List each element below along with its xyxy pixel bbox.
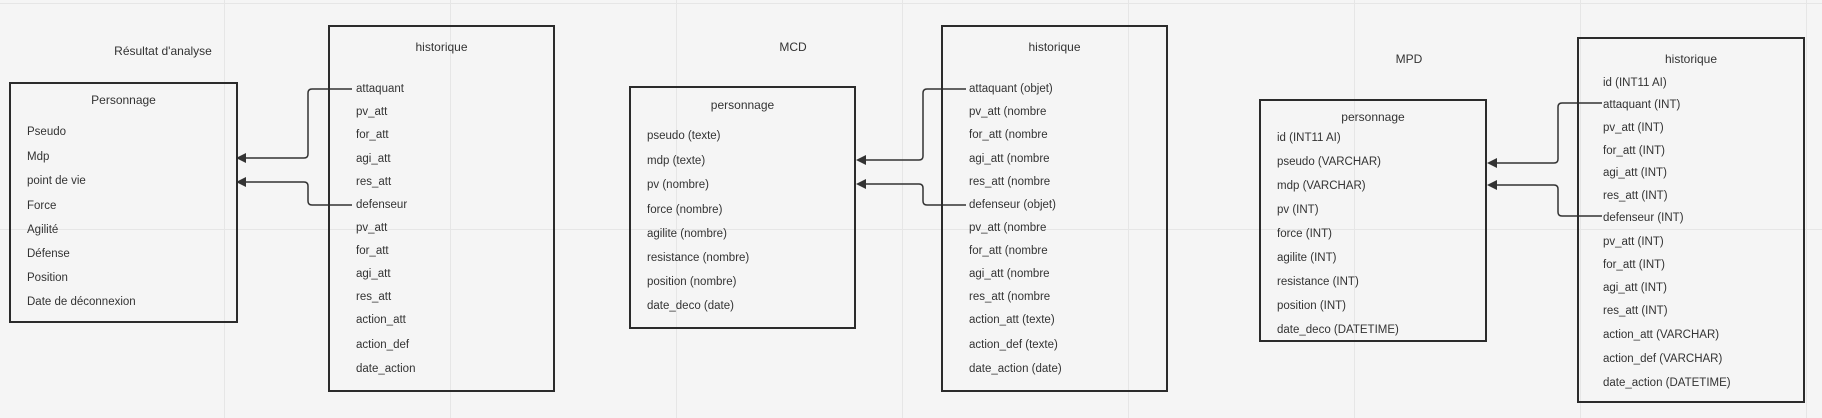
entity-field: agilite (nombre) — [647, 228, 727, 240]
entity-title: personnage — [1341, 110, 1405, 124]
history-field: for_att (INT) — [1603, 259, 1665, 271]
history-field: res_att (INT) — [1603, 190, 1668, 202]
connector-attaquant-personnage — [864, 88, 966, 161]
history-field: attaquant — [356, 83, 404, 95]
entity-field: position (nombre) — [647, 276, 737, 288]
history-field: pv_att — [356, 222, 388, 234]
arrowhead-icon — [236, 177, 246, 187]
history-field: for_att — [356, 129, 389, 141]
entity-field: force (INT) — [1277, 228, 1332, 240]
history-field: id (INT11 AI) — [1603, 77, 1667, 89]
connector-defenseur-personnage — [1495, 184, 1602, 217]
entity-field: pv (nombre) — [647, 179, 709, 191]
entity-field: date_deco (DATETIME) — [1277, 324, 1399, 336]
history-field: for_att (nombre — [969, 129, 1048, 141]
arrowhead-icon — [856, 155, 866, 165]
history-table[interactable]: historique id (INT11 AI) attaquant (INT)… — [1577, 37, 1805, 403]
entity-field: Force — [27, 200, 57, 212]
history-field: pv_att (nombre — [969, 222, 1047, 234]
history-field: action_att — [356, 314, 406, 326]
entity-field: point de vie — [27, 175, 86, 187]
connector-defenseur-personnage — [864, 183, 966, 206]
history-field: date_action (date) — [969, 363, 1062, 375]
entity-field: mdp (VARCHAR) — [1277, 180, 1366, 192]
history-field: res_att — [356, 176, 392, 188]
entity-field: Mdp — [27, 151, 50, 163]
entity-field: resistance (nombre) — [647, 252, 750, 264]
history-field: res_att (nombre — [969, 291, 1051, 303]
entity-field: Date de déconnexion — [27, 296, 136, 308]
history-field: pv_att (INT) — [1603, 122, 1664, 134]
connector-defenseur-personnage — [244, 181, 352, 206]
history-title: historique — [1028, 40, 1081, 54]
history-title: historique — [1664, 52, 1718, 66]
history-field: date_action (DATETIME) — [1603, 377, 1731, 389]
history-field: action_def (VARCHAR) — [1603, 353, 1723, 365]
entity-field: resistance (INT) — [1277, 276, 1359, 288]
history-field: agi_att (nombre — [969, 153, 1050, 165]
history-field: action_att (VARCHAR) — [1603, 329, 1720, 341]
entity-field: date_deco (date) — [647, 300, 734, 312]
section-caption: MPD — [1395, 52, 1423, 66]
entity-table[interactable]: personnage id (INT11 AI) pseudo (VARCHAR… — [1259, 99, 1487, 342]
entity-field: Agilité — [27, 224, 59, 236]
history-field: attaquant (objet) — [969, 83, 1053, 95]
entity-title: Personnage — [91, 93, 156, 107]
history-field: for_att (nombre — [969, 245, 1048, 257]
entity-field: pseudo (VARCHAR) — [1277, 156, 1381, 168]
history-field: agi_att (INT) — [1603, 282, 1667, 294]
entity-field: Défense — [27, 248, 70, 260]
history-field: res_att (INT) — [1603, 305, 1668, 317]
history-field: action_def — [356, 339, 410, 351]
entity-field: pseudo (texte) — [647, 130, 721, 142]
history-field: agi_att (INT) — [1603, 167, 1667, 179]
entity-field: id (INT11 AI) — [1277, 132, 1341, 144]
history-field: res_att — [356, 291, 392, 303]
history-field: pv_att (nombre — [969, 106, 1047, 118]
history-field: attaquant (INT) — [1603, 99, 1681, 111]
history-field: date_action — [356, 363, 416, 375]
entity-field: force (nombre) — [647, 204, 723, 216]
arrowhead-icon — [236, 153, 246, 163]
entity-field: Position — [27, 272, 68, 284]
entity-table[interactable]: Personnage Pseudo Mdp point de vie Force… — [9, 82, 238, 323]
history-field: agi_att — [356, 268, 391, 280]
history-field: pv_att — [356, 106, 388, 118]
history-field: defenseur (objet) — [969, 199, 1056, 211]
entity-field: Pseudo — [27, 126, 67, 138]
section-caption: MCD — [779, 40, 807, 54]
history-field: res_att (nombre — [969, 176, 1051, 188]
history-table[interactable]: historique attaquant (objet) pv_att (nom… — [941, 25, 1168, 392]
entity-field: mdp (texte) — [647, 155, 706, 167]
arrowhead-icon — [1487, 158, 1497, 168]
history-field: defenseur (INT) — [1603, 212, 1684, 224]
history-field: agi_att — [356, 153, 391, 165]
entity-table[interactable]: personnage pseudo (texte) mdp (texte) pv… — [629, 86, 856, 329]
history-field: defenseur — [356, 199, 408, 211]
history-field: for_att (INT) — [1603, 145, 1665, 157]
entity-field: position (INT) — [1277, 300, 1347, 312]
connector-attaquant-personnage — [244, 88, 352, 159]
history-field: agi_att (nombre — [969, 268, 1050, 280]
section-caption: Résultat d'analyse — [114, 44, 212, 58]
history-table[interactable]: historique attaquant pv_att for_att agi_… — [328, 25, 555, 392]
connector-attaquant-personnage — [1495, 102, 1602, 164]
history-field: action_att (texte) — [969, 314, 1055, 326]
entity-field: agilite (INT) — [1277, 252, 1337, 264]
entity-field: pv (INT) — [1277, 204, 1319, 216]
history-title: historique — [415, 40, 468, 54]
arrowhead-icon — [1487, 180, 1497, 190]
arrowhead-icon — [856, 179, 866, 189]
history-field: action_def (texte) — [969, 339, 1058, 351]
history-field: pv_att (INT) — [1603, 236, 1664, 248]
entity-title: personnage — [710, 98, 775, 112]
history-field: for_att — [356, 245, 389, 257]
